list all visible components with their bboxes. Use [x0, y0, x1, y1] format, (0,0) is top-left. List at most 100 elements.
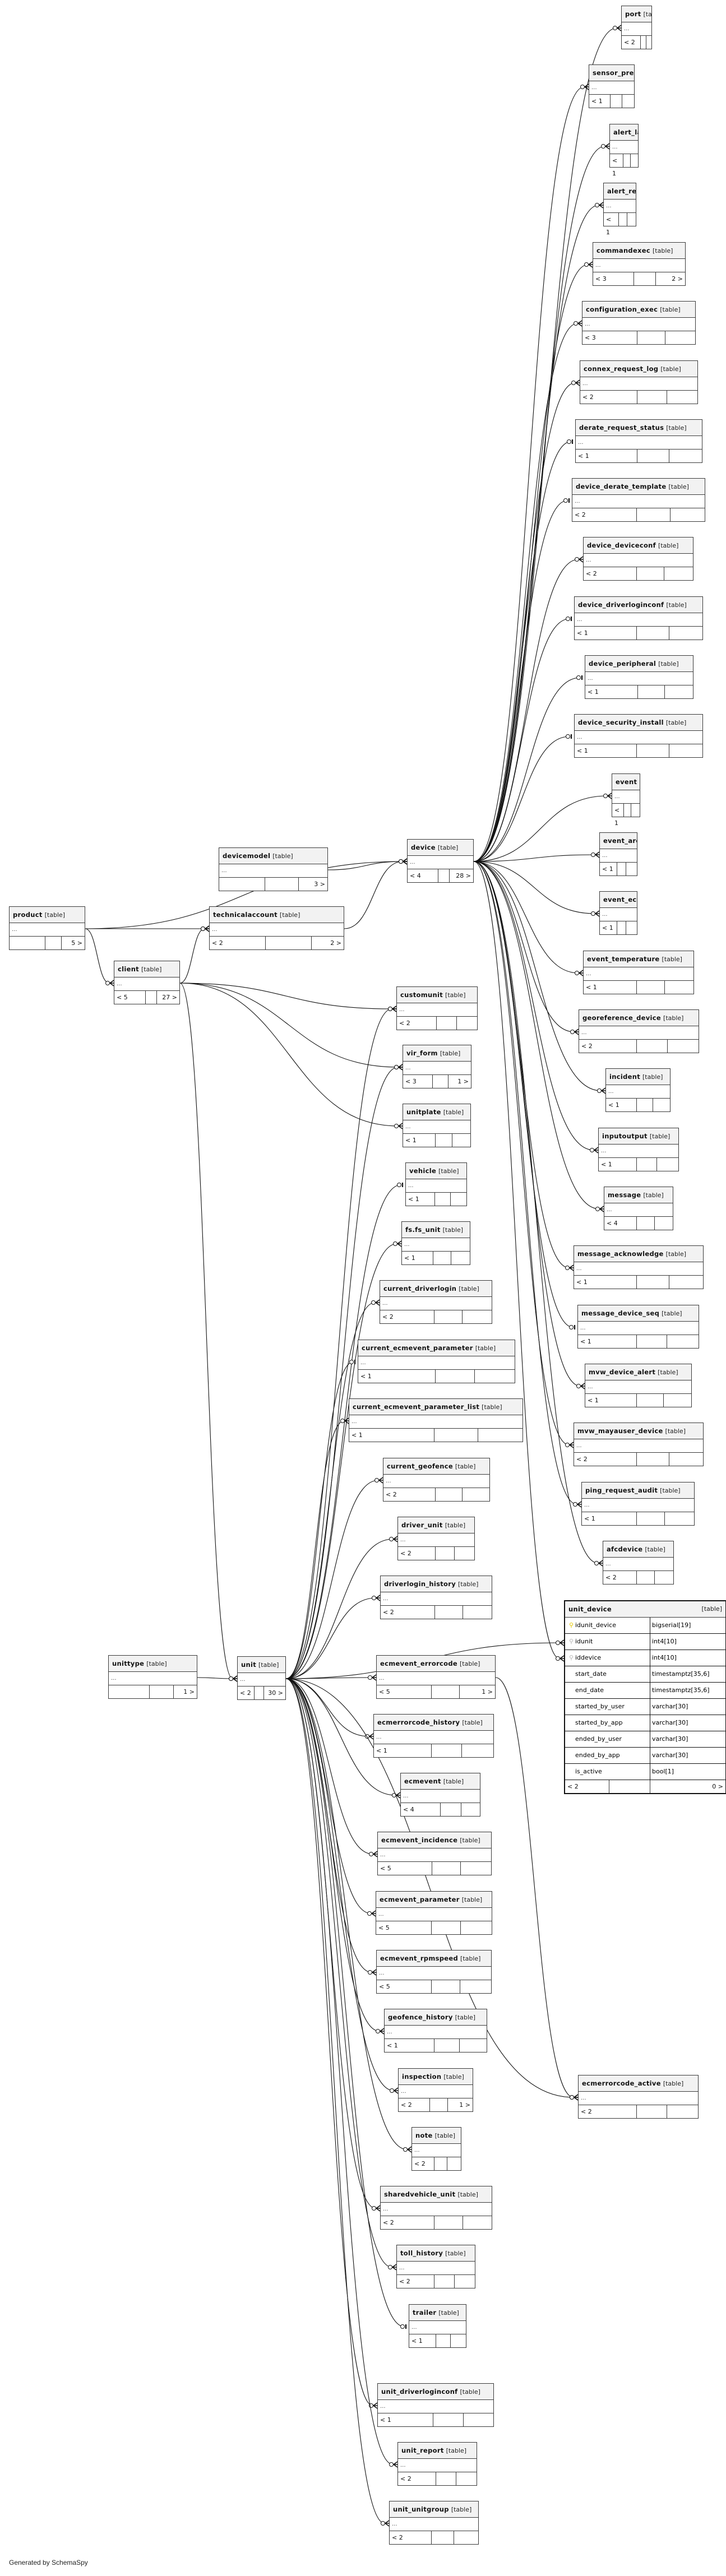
child-count[interactable]	[668, 1040, 699, 1053]
table-name[interactable]: incident	[609, 1073, 641, 1081]
parent-count[interactable]: < 1	[604, 213, 619, 236]
child-count[interactable]	[455, 2275, 475, 2288]
parent-count[interactable]: < 1	[385, 2039, 434, 2052]
child-count[interactable]	[669, 1276, 703, 1289]
table-name[interactable]: unit_driverloginconf	[381, 2388, 458, 2396]
table-ecmevent-parameter[interactable]: ecmevent_parameter[table]...< 5	[376, 1891, 492, 1935]
table-unit-report[interactable]: unit_report[table]...< 2	[397, 2442, 477, 2486]
table-connex-request-log[interactable]: connex_request_log[table]...< 2	[580, 360, 698, 404]
child-count[interactable]	[451, 1193, 466, 1206]
parent-count[interactable]	[109, 1685, 150, 1698]
table-name[interactable]: commandexec	[596, 247, 650, 254]
child-count[interactable]	[626, 921, 637, 934]
table-unittype[interactable]: unittype[table]...1 >	[108, 1655, 197, 1699]
parent-count[interactable]: < 2	[574, 1453, 637, 1466]
table-name[interactable]: event	[616, 778, 637, 786]
table-name[interactable]: alert_recent	[607, 187, 636, 195]
table-name[interactable]: sensor_preference	[593, 69, 634, 77]
child-count[interactable]	[665, 685, 693, 698]
child-count[interactable]: 27 >	[162, 994, 177, 1001]
parent-count[interactable]: < 1	[349, 1429, 434, 1442]
parent-count[interactable]: < 5	[377, 1685, 432, 1698]
table-trailer[interactable]: trailer[table]...< 1	[409, 2304, 466, 2348]
table-name[interactable]: current_ecmevent_parameter	[362, 1344, 473, 1352]
child-count[interactable]	[667, 2105, 698, 2118]
table-message-acknowledge[interactable]: message_acknowledge[table]...< 1	[574, 1245, 704, 1289]
table-name[interactable]: inputoutput	[602, 1132, 648, 1140]
child-count[interactable]	[447, 2157, 461, 2170]
parent-count[interactable]: < 4	[604, 1217, 637, 1230]
parent-count[interactable]: < 1	[575, 627, 637, 640]
parent-count[interactable]: < 2	[383, 1488, 436, 1501]
child-count[interactable]	[452, 1134, 470, 1147]
table-name[interactable]: current_driverlogin	[383, 1285, 457, 1292]
table-name[interactable]: vehicle	[409, 1167, 437, 1175]
parent-count[interactable]: < 1	[612, 804, 624, 827]
table-event[interactable]: event[table]...< 1	[612, 773, 640, 827]
child-count[interactable]	[454, 2531, 478, 2544]
child-count[interactable]	[463, 1606, 492, 1619]
table-device-driverloginconf[interactable]: device_driverloginconf[table]...< 1	[574, 596, 703, 640]
table-derate-request-status[interactable]: derate_request_status[table]...< 1	[575, 419, 702, 463]
parent-count[interactable]: < 2	[397, 1017, 437, 1030]
table-alert-last[interactable]: alert_last[table]...< 1	[609, 124, 639, 177]
child-count[interactable]	[461, 1862, 491, 1875]
child-count[interactable]: 0 >	[712, 1783, 723, 1790]
child-count[interactable]	[665, 331, 695, 344]
table-name[interactable]: current_ecmevent_parameter_list	[353, 1403, 480, 1411]
parent-count[interactable]: < 5	[376, 1921, 432, 1934]
table-geofence-history[interactable]: geofence_history[table]...< 1	[384, 2009, 487, 2053]
child-count[interactable]	[456, 2472, 477, 2485]
parent-count[interactable]: < 1	[610, 154, 623, 177]
parent-count[interactable]: < 1	[589, 95, 611, 108]
child-count[interactable]	[626, 863, 637, 875]
table-name[interactable]: alert_last	[613, 128, 638, 136]
child-count[interactable]	[646, 36, 651, 49]
parent-count[interactable]: < 1	[582, 1512, 637, 1525]
parent-count[interactable]: < 5	[114, 991, 146, 1004]
table-name[interactable]: device_security_install	[578, 719, 664, 726]
parent-count[interactable]: < 2	[390, 2531, 432, 2544]
table-name[interactable]: message	[608, 1191, 641, 1199]
table-sensor-preference[interactable]: sensor_preference[table]...< 1	[589, 64, 635, 108]
table-name[interactable]: message_device_seq	[581, 1309, 660, 1317]
parent-count[interactable]: < 1	[585, 1394, 637, 1407]
parent-count[interactable]: < 2	[381, 1606, 435, 1619]
parent-count[interactable]: < 2	[579, 2105, 637, 2118]
parent-count[interactable]: < 2	[622, 36, 641, 49]
child-count[interactable]: 2 >	[672, 275, 683, 282]
child-count[interactable]	[664, 1394, 691, 1407]
table-inputoutput[interactable]: inputoutput[table]...< 1	[598, 1128, 679, 1171]
child-count[interactable]	[463, 1310, 492, 1323]
table-name[interactable]: configuration_exec	[586, 305, 658, 313]
table-name[interactable]: driver_unit	[401, 1521, 443, 1529]
child-count[interactable]	[665, 981, 693, 994]
table-device-security-install[interactable]: device_security_install[table]...< 1	[574, 714, 703, 758]
parent-count[interactable]: < 1	[585, 685, 638, 698]
table-vehicle[interactable]: vehicle[table]...< 1	[405, 1162, 467, 1206]
parent-count[interactable]: < 1	[378, 2413, 433, 2426]
child-count[interactable]	[461, 1803, 480, 1816]
table-name[interactable]: devicemodel	[223, 852, 271, 860]
parent-count[interactable]: < 1	[606, 1099, 637, 1111]
table-name[interactable]: device_driverloginconf	[578, 601, 664, 609]
table-afcdevice[interactable]: afcdevice[table]...< 2	[603, 1541, 674, 1584]
table-customunit[interactable]: customunit[table]...< 2	[396, 986, 478, 1030]
child-count[interactable]	[457, 1017, 477, 1030]
child-count[interactable]	[451, 1252, 470, 1264]
table-name[interactable]: customunit	[400, 991, 443, 999]
child-count[interactable]: 1 >	[457, 1078, 469, 1085]
parent-count[interactable]: < 2	[565, 1780, 609, 1793]
table-ecmevent-incidence[interactable]: ecmevent_incidence[table]...< 5	[377, 1832, 492, 1875]
child-count[interactable]	[667, 391, 697, 404]
table-sharedvehicle-unit[interactable]: sharedvehicle_unit[table]...< 2	[380, 2186, 492, 2230]
table-name[interactable]: ecmevent	[404, 1777, 441, 1785]
table-configuration-exec[interactable]: configuration_exec[table]...< 3	[582, 301, 696, 345]
